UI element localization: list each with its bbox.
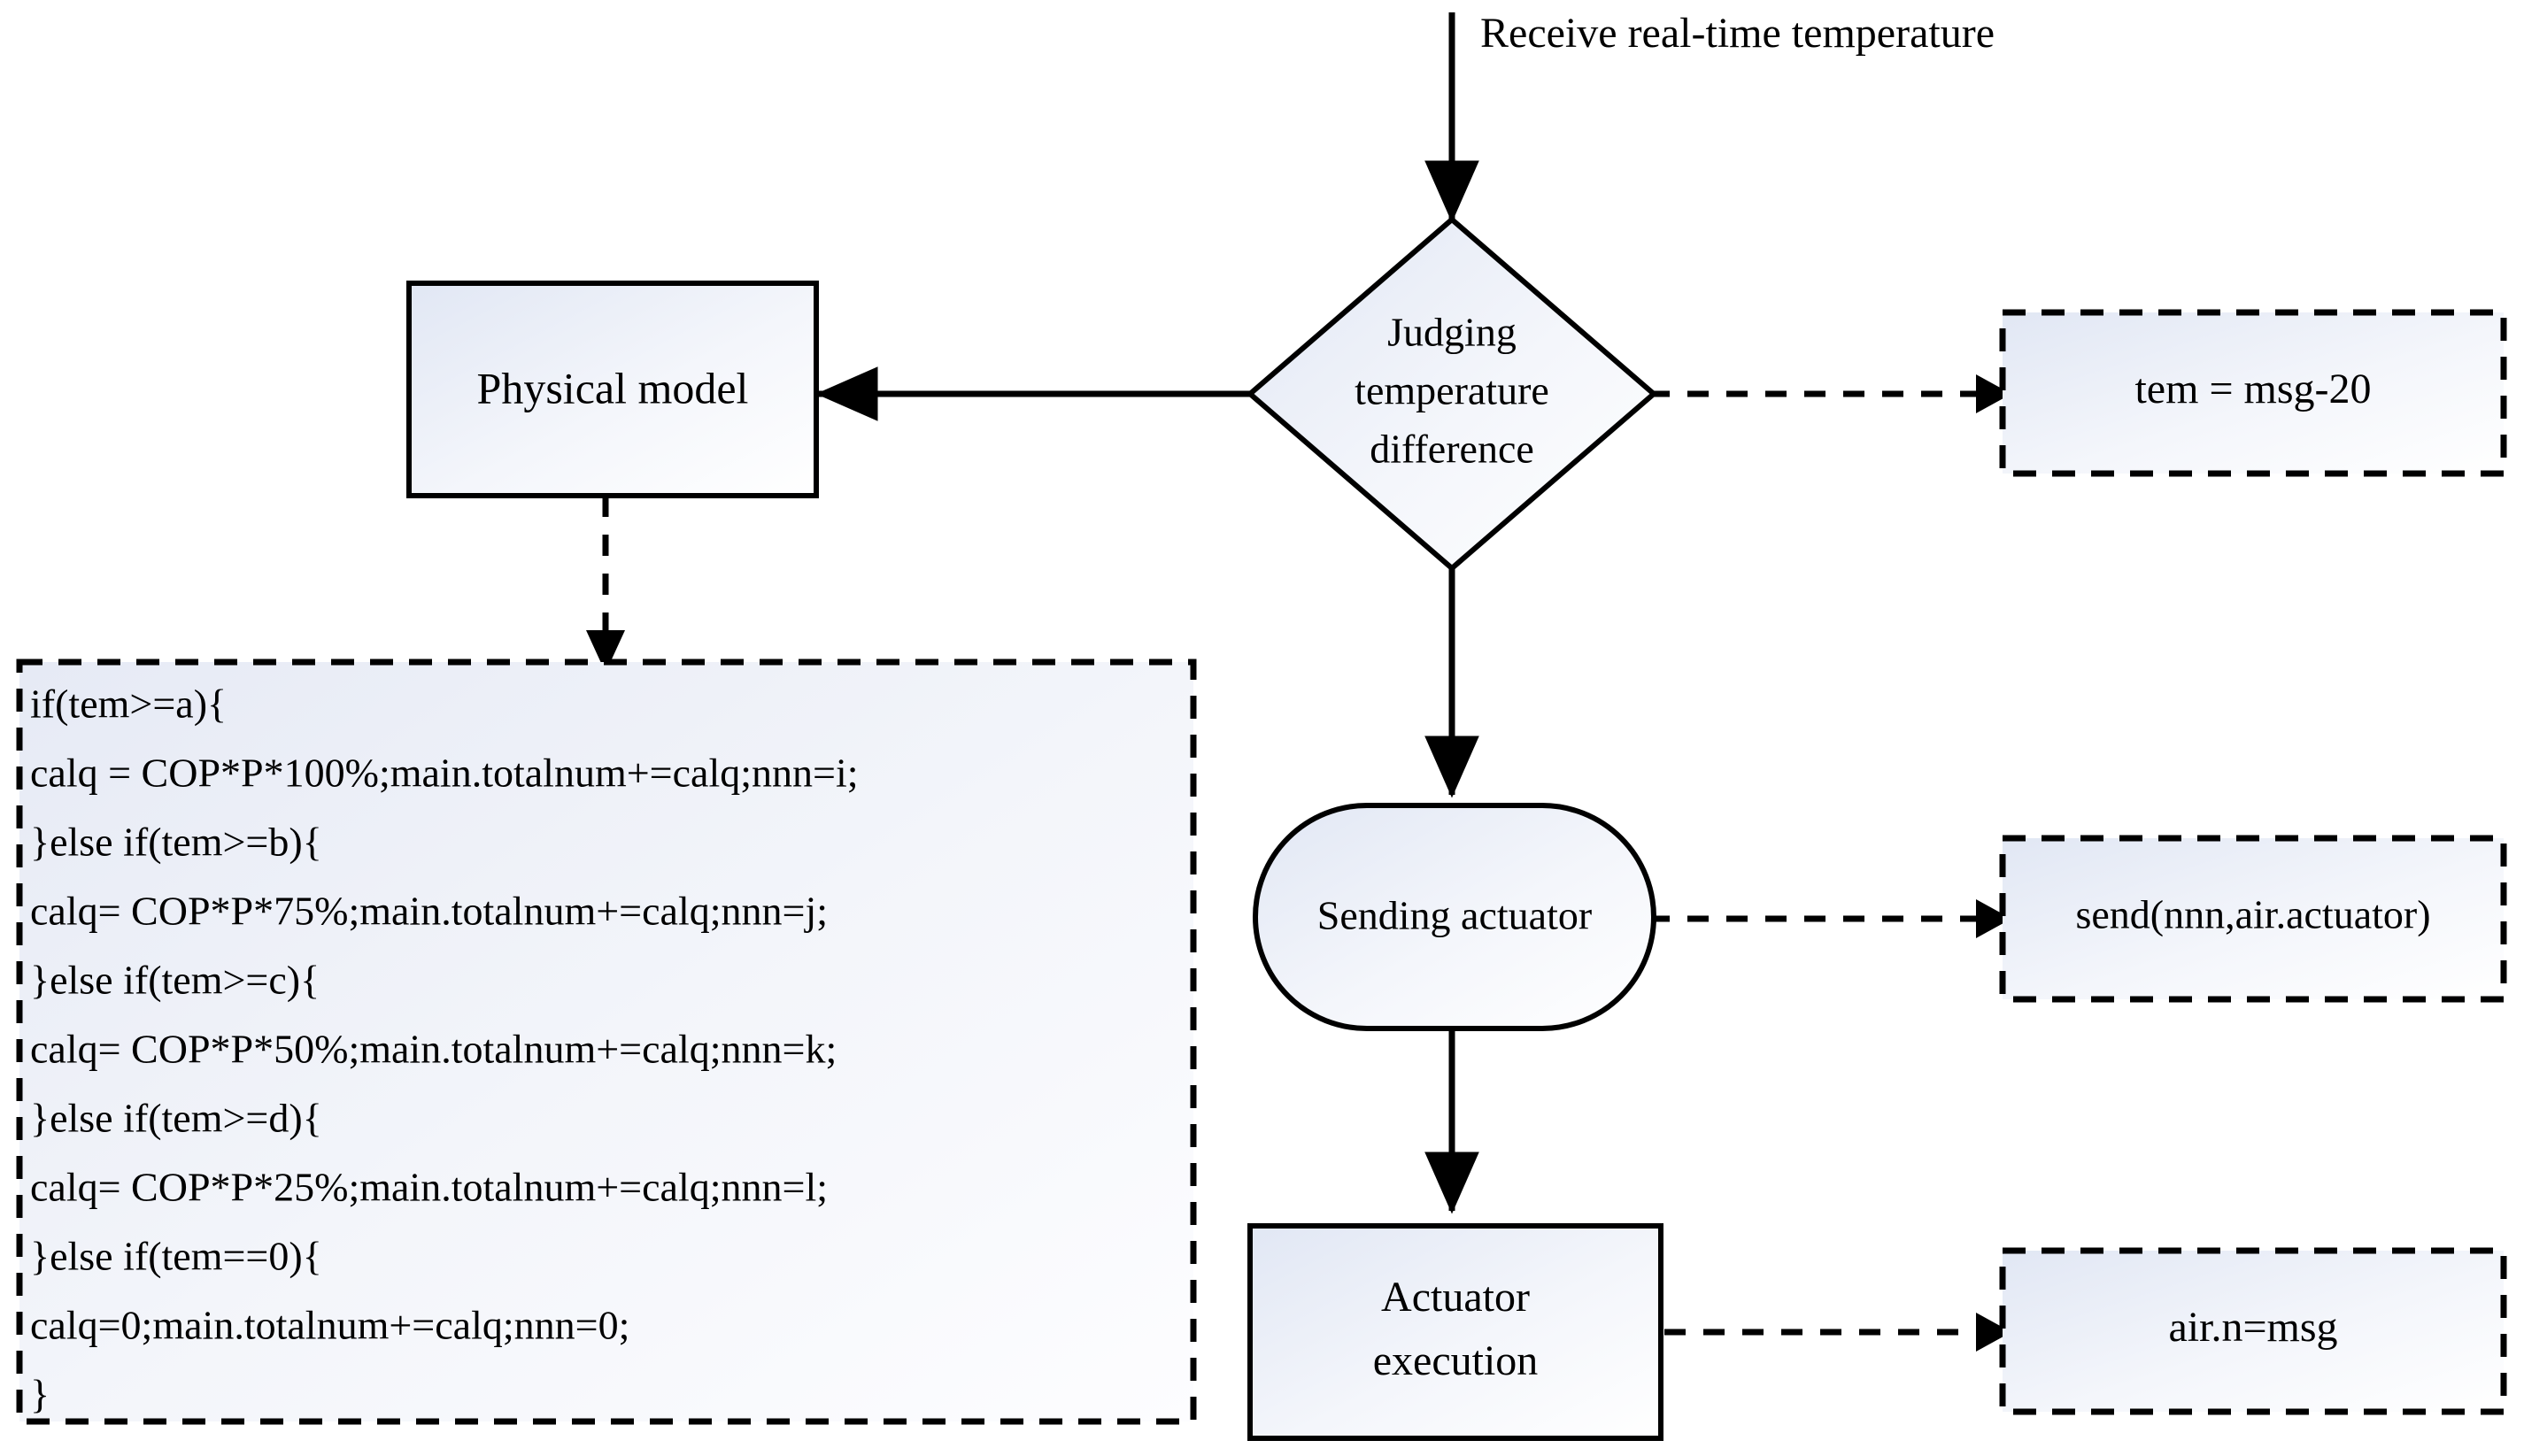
code-line: if(tem>=a){ <box>30 682 227 727</box>
code-line: calq= COP*P*50%;main.totalnum+=calq;nnn=… <box>30 1027 837 1072</box>
tem-note-label: tem = msg-20 <box>2134 366 2371 412</box>
actuator-execution-label-line2: execution <box>1373 1337 1539 1384</box>
decision-label-line3: difference <box>1370 427 1534 472</box>
code-line: } <box>30 1372 50 1417</box>
physical-model-node[interactable]: Physical model <box>406 281 819 498</box>
edge-physical-model-to-code-block <box>586 496 625 673</box>
code-block-node[interactable]: if(tem>=a){ calq = COP*P*100%;main.total… <box>16 659 1197 1425</box>
actuator-execution-label-line1: Actuator <box>1381 1274 1530 1321</box>
physical-model-shape <box>406 281 819 498</box>
actuator-execution-node[interactable]: Actuator execution <box>1247 1223 1663 1441</box>
air-note-node[interactable]: air.n=msg <box>1999 1247 2507 1415</box>
edge-sending-actuator-to-send-note <box>1648 899 2011 938</box>
decision-label-line1: Judging <box>1387 310 1517 355</box>
code-line: calq= COP*P*25%;main.totalnum+=calq;nnn=… <box>30 1165 828 1210</box>
send-note-label: send(nnn,air.actuator) <box>2075 892 2430 937</box>
code-line: calq = COP*P*100%;main.totalnum+=calq;nn… <box>30 751 859 796</box>
code-line: }else if(tem>=b){ <box>30 820 322 865</box>
start-label: Receive real-time temperature <box>1480 10 1995 57</box>
sending-actuator-shape <box>1253 803 1656 1031</box>
sending-actuator-label: Sending actuator <box>1317 893 1592 938</box>
code-line: calq= COP*P*75%;main.totalnum+=calq;nnn=… <box>30 889 828 934</box>
air-note-shape <box>1999 1247 2507 1415</box>
decision-label-line2: temperature <box>1355 368 1549 413</box>
edge-decision-to-tem-note <box>1648 374 2011 413</box>
air-note-label: air.n=msg <box>2168 1304 2337 1351</box>
code-block-shape <box>16 659 1197 1425</box>
decision-diamond-shape <box>1246 216 1658 572</box>
code-line: }else if(tem>=d){ <box>30 1096 322 1141</box>
send-note-node[interactable]: send(nnn,air.actuator) <box>1999 835 2507 1003</box>
code-line: }else if(tem>=c){ <box>30 958 320 1003</box>
code-block-lines: if(tem>=a){ calq = COP*P*100%;main.total… <box>30 682 859 1417</box>
code-line: calq=0;main.totalnum+=calq;nnn=0; <box>30 1303 629 1348</box>
tem-note-node[interactable]: tem = msg-20 <box>1999 309 2507 477</box>
tem-note-shape <box>1999 309 2507 477</box>
send-note-shape <box>1999 835 2507 1003</box>
decision-node[interactable]: Judging temperature difference <box>1246 216 1658 572</box>
actuator-execution-shape <box>1247 1223 1663 1441</box>
physical-model-label: Physical model <box>477 363 749 412</box>
sending-actuator-node[interactable]: Sending actuator <box>1253 803 1656 1031</box>
edge-actuator-execution-to-air-note <box>1664 1313 2011 1352</box>
code-line: }else if(tem==0){ <box>30 1234 322 1279</box>
